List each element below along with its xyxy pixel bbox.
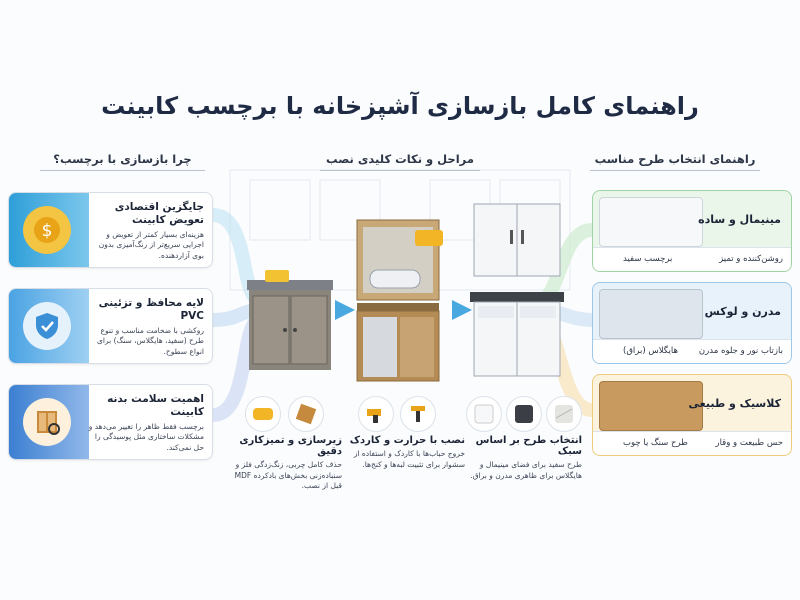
marble-swatch-icon — [546, 396, 582, 432]
heat-gun-icon — [358, 396, 394, 432]
coin-icon: $ — [23, 206, 71, 254]
modern-kitchen-thumb — [599, 289, 703, 339]
highgloss-swatch-icon — [506, 396, 542, 432]
squeegee-icon — [400, 396, 436, 432]
sponge-icon — [245, 396, 281, 432]
why-card-health: اهمیت سلامت بدنه کابینت برچسب فقط ظاهر ر… — [8, 384, 213, 460]
step-choose: انتخاب طرح بر اساس سبک طرح سفید برای فضا… — [470, 435, 582, 480]
why-card-economy: $ جایگزین اقتصادی تعویض کابینت هزینه‌ای … — [8, 192, 213, 268]
why-card-pvc: لایه محافظ و تزئینی PVC روکشی با ضخامت م… — [8, 288, 213, 364]
old-cabinet-illustration — [247, 270, 333, 370]
column-header-guide: راهنمای انتخاب طرح مناسب — [590, 152, 760, 171]
column-header-steps: مراحل و نکات کلیدی نصب — [320, 152, 480, 171]
svg-text:$: $ — [42, 221, 53, 241]
cabinet-icon — [23, 398, 71, 446]
column-header-why: چرا بازسازی با برچسب؟ — [40, 152, 205, 171]
white-swatch-icon — [466, 396, 502, 432]
minimal-kitchen-thumb — [599, 197, 703, 247]
step-prep: زیرسازی و تمیزکاری دقیق حذف کامل چربی، ز… — [234, 435, 342, 490]
wrapping-cabinet-illustration — [356, 219, 443, 382]
shield-icon — [23, 302, 71, 350]
classic-kitchen-thumb — [599, 381, 703, 431]
step-install: نصب با حرارت و کاردک خروج حباب‌ها با کار… — [349, 435, 465, 469]
new-cabinet-illustration — [470, 203, 564, 377]
sandpaper-icon — [288, 396, 324, 432]
page-title: راهنمای کامل بازسازی آشپزخانه با برچسب ک… — [101, 92, 699, 120]
